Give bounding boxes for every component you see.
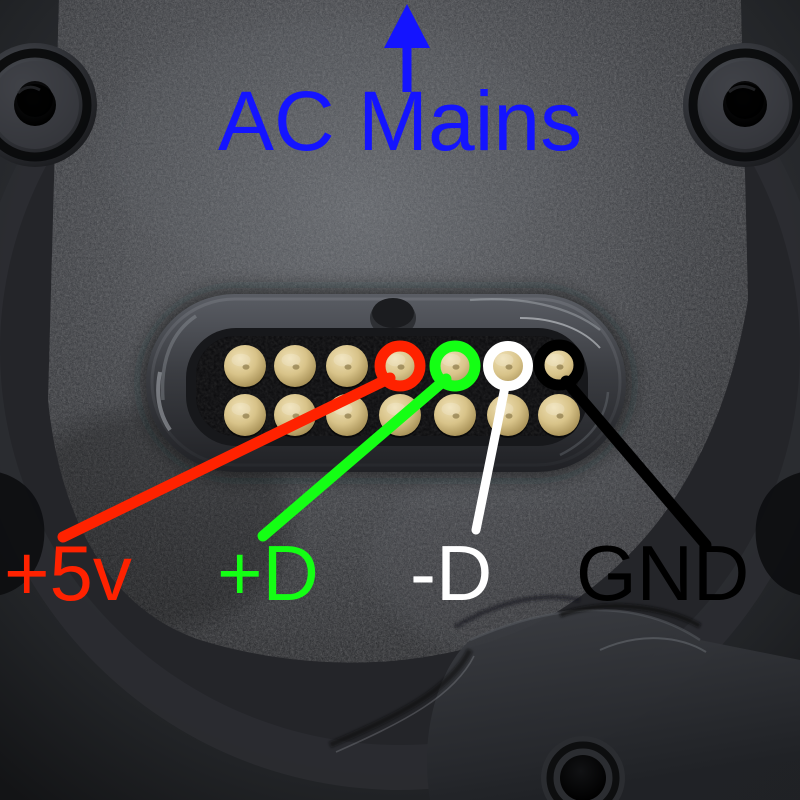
connector-pin-bottom-1	[224, 394, 266, 438]
pin-label-gnd: GND	[576, 529, 749, 617]
pin-marker-plusD	[429, 340, 481, 392]
ac-mains-arrow	[384, 4, 430, 92]
connector-pin-bottom-7	[538, 394, 580, 438]
up-arrow-head	[384, 4, 430, 48]
screw-boss-top-left	[0, 43, 97, 167]
screw-boss-bottom-center	[541, 736, 625, 800]
leader-line-gnd	[560, 375, 712, 551]
connector-pin-top-3	[326, 345, 368, 389]
connector-pin-bottom-5	[434, 394, 476, 438]
connector-pin-top-2	[274, 345, 316, 389]
pin-label-minusD: -D	[410, 529, 492, 617]
pin-marker-plus5v	[374, 340, 426, 392]
leader-lines	[57, 372, 712, 551]
pin-marker-minusD	[483, 341, 533, 391]
leader-line-minusD	[471, 382, 510, 535]
pin-label-plus5v: +5v	[4, 529, 132, 617]
screw-boss-top-right	[683, 43, 800, 167]
ac-mains-label: AC Mains	[218, 74, 582, 168]
connector-pin-top-1	[224, 345, 266, 389]
pin-marker-gnd	[533, 339, 585, 391]
leader-line-plus5v	[57, 372, 396, 543]
pin-markers	[374, 339, 585, 392]
leader-line-plusD	[257, 373, 452, 542]
annotation-labels: +5v +D -D GND AC Mains	[4, 74, 749, 617]
pin-label-plusD: +D	[217, 529, 319, 617]
